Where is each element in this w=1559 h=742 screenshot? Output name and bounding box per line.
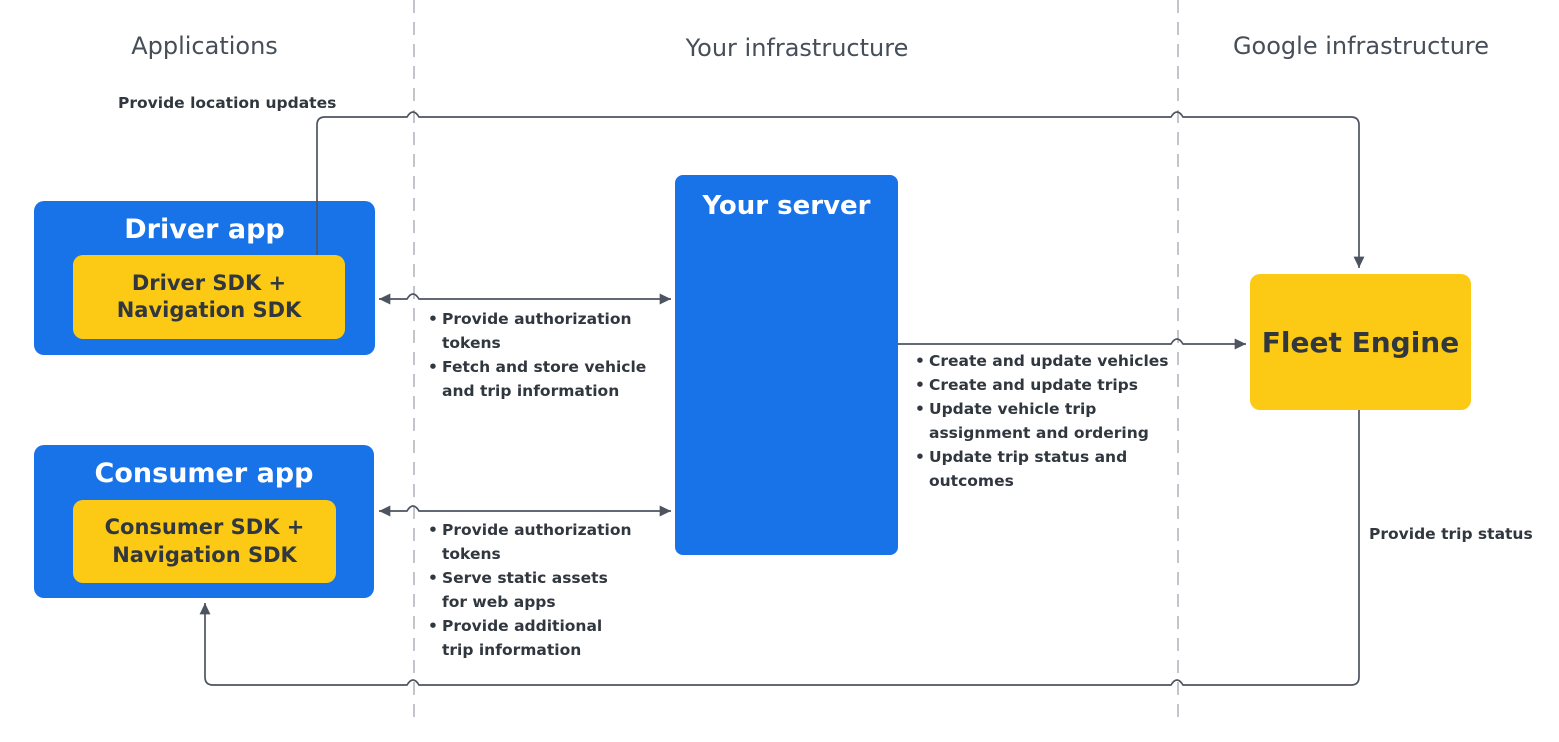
bullet-item: Update trip status and outcomes (915, 445, 1177, 493)
bullet-item: Create and update trips (915, 373, 1177, 397)
consumer-app-box: Consumer app Consumer SDK + Navigation S… (34, 445, 374, 598)
consumer-app-title: Consumer app (94, 458, 314, 489)
bullet-item: Serve static assets for web apps (428, 566, 660, 614)
your-server-box: Your server (675, 175, 898, 555)
server-fleet-bullet-list: Create and update vehicles Create and up… (915, 349, 1177, 493)
edge-driver-server (379, 293, 671, 305)
driver-server-bullet-list: Provide authorization tokens Fetch and s… (428, 307, 660, 403)
edge-label-provide-location-updates: Provide location updates (118, 94, 337, 112)
driver-sdk-label: Driver SDK + Navigation SDK (116, 270, 302, 322)
lane-header-your-infrastructure: Your infrastructure (685, 34, 909, 62)
edge-consumer-server (379, 505, 671, 517)
fleet-engine-box: Fleet Engine (1250, 274, 1471, 410)
bullet-item: Fetch and store vehicle and trip informa… (428, 355, 660, 403)
consumer-sdk-label: Consumer SDK + Navigation SDK (104, 515, 305, 567)
fleet-engine-title: Fleet Engine (1261, 325, 1460, 359)
your-server-title: Your server (702, 191, 871, 221)
bullet-item: Provide authorization tokens (428, 518, 660, 566)
edge-label-provide-trip-status: Provide trip status (1369, 525, 1533, 543)
consumer-sdk-box: Consumer SDK + Navigation SDK (73, 500, 336, 583)
bullet-item: Provide authorization tokens (428, 307, 660, 355)
driver-app-box: Driver app Driver SDK + Navigation SDK (34, 201, 375, 355)
bullet-item: Provide additional trip information (428, 614, 660, 662)
edge-server-fleet (898, 338, 1246, 350)
lane-header-google-infrastructure: Google infrastructure (1232, 32, 1490, 60)
bullet-item: Create and update vehicles (915, 349, 1177, 373)
driver-sdk-box: Driver SDK + Navigation SDK (73, 255, 345, 339)
bullet-item: Update vehicle trip assignment and order… (915, 397, 1177, 445)
lane-header-applications: Applications (131, 32, 278, 60)
driver-app-title: Driver app (124, 214, 285, 245)
consumer-server-bullet-list: Provide authorization tokens Serve stati… (428, 518, 660, 662)
